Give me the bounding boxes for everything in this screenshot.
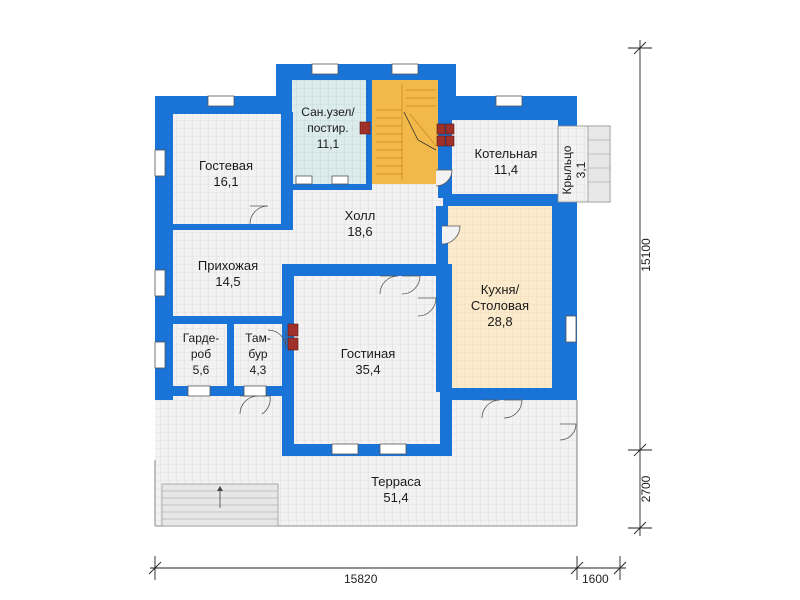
room-living-name: Гостиная xyxy=(340,346,396,361)
room-terrace-label: Терраса 51,4 xyxy=(346,474,446,506)
room-porch-area: 3,1 xyxy=(574,161,588,179)
room-guest-name: Гостевая xyxy=(199,158,253,173)
dim-width-main: 15820 xyxy=(344,572,378,586)
room-kitchen-name-2: Столовая xyxy=(470,298,530,313)
room-bath-name-1: Сан.узел/ xyxy=(301,105,355,119)
room-living-label: Гостиная 35,4 xyxy=(318,346,418,378)
room-entrance-name: Прихожая xyxy=(197,258,259,273)
room-vestibule-label: Там- бур 4,3 xyxy=(232,330,284,378)
windows xyxy=(154,63,577,455)
dim-height-main: 15100 xyxy=(639,238,653,272)
room-terrace-area: 51,4 xyxy=(383,490,409,505)
room-guest-area: 16,1 xyxy=(213,174,239,189)
room-hall-area: 18,6 xyxy=(347,224,373,239)
room-vestibule-name-1: Там- xyxy=(245,331,271,345)
boiler-floor xyxy=(452,120,558,194)
room-entrance-area: 14,5 xyxy=(215,274,241,289)
room-floors xyxy=(173,80,558,444)
dim-height-terrace: 2700 xyxy=(639,475,653,503)
kitchen-floor xyxy=(448,206,552,388)
room-living-area: 35,4 xyxy=(355,362,381,377)
chimneys xyxy=(287,121,455,351)
room-hall-label: Холл 18,6 xyxy=(320,208,400,240)
room-entrance-label: Прихожая 14,5 xyxy=(180,258,276,290)
room-bath-label: Сан.узел/ постир. 11,1 xyxy=(288,104,368,152)
living-floor xyxy=(294,276,440,444)
room-porch-label: Крыльцо 3,1 xyxy=(560,132,588,208)
room-kitchen-area: 28,8 xyxy=(487,314,513,329)
room-boiler-name: Котельная xyxy=(474,146,538,161)
room-boiler-area: 11,4 xyxy=(493,162,519,177)
room-vestibule-area: 4,3 xyxy=(249,363,267,377)
room-kitchen-label: Кухня/ Столовая 28,8 xyxy=(452,282,548,330)
room-bath-area: 11,1 xyxy=(316,137,340,151)
dim-width-porch: 1600 xyxy=(582,572,609,586)
room-vestibule-name-2: бур xyxy=(248,347,268,361)
room-wardrobe-label: Гарде- роб 5,6 xyxy=(175,330,227,378)
room-guest-label: Гостевая 16,1 xyxy=(186,158,266,190)
room-terrace-name: Терраса xyxy=(371,474,421,489)
doors xyxy=(239,169,577,441)
wardrobe-floor xyxy=(175,324,227,386)
room-wardrobe-name-1: Гарде- xyxy=(182,331,220,345)
room-boiler-label: Котельная 11,4 xyxy=(456,146,556,178)
porch xyxy=(557,125,611,203)
room-wardrobe-name-2: роб xyxy=(190,347,212,361)
stairs xyxy=(372,80,438,184)
bath-floor xyxy=(292,80,366,184)
room-hall-name: Холл xyxy=(344,208,376,223)
dimension-lines xyxy=(148,40,652,580)
room-bath-name-2: постир. xyxy=(307,121,349,135)
room-porch-name: Крыльцо xyxy=(560,145,574,195)
room-wardrobe-area: 5,6 xyxy=(192,363,210,377)
terrace-floor xyxy=(154,400,578,527)
room-kitchen-name-1: Кухня/ xyxy=(480,282,520,297)
vestibule-floor xyxy=(234,324,282,386)
